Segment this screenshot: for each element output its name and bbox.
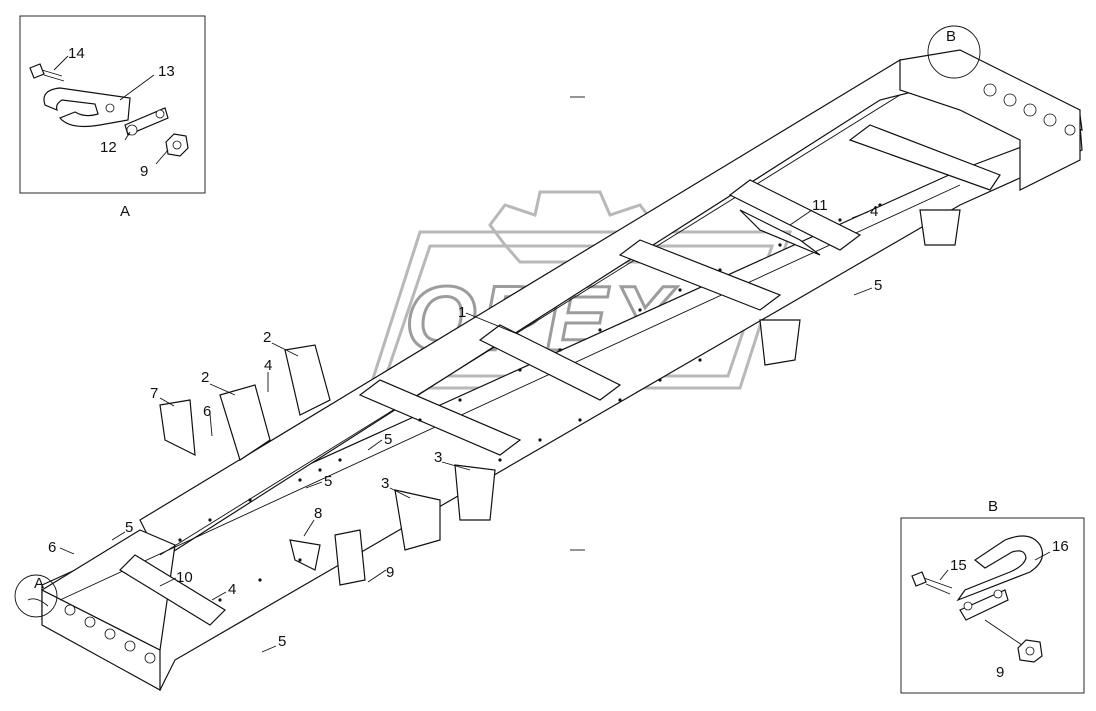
callout-10: 10 bbox=[176, 569, 193, 586]
detail-marker-b-label: B bbox=[946, 28, 956, 45]
callout-2-upper: 2 bbox=[263, 329, 271, 346]
callout-15: 15 bbox=[950, 557, 967, 574]
main-callouts: 1 2 2 3 3 4 4 4 5 5 5 5 5 6 6 7 8 9 bbox=[48, 197, 882, 653]
callout-12: 12 bbox=[100, 139, 117, 156]
callout-16: 16 bbox=[1052, 538, 1069, 555]
detail-marker-b: B bbox=[927, 25, 981, 79]
callout-9-main: 9 bbox=[386, 564, 394, 581]
callout-5-inner: 5 bbox=[324, 473, 332, 490]
callout-11: 11 bbox=[812, 197, 828, 214]
callout-14: 14 bbox=[68, 45, 85, 62]
callout-4-bottom: 4 bbox=[228, 581, 236, 598]
callout-5-left: 5 bbox=[125, 519, 133, 536]
detail-a-title: A bbox=[120, 203, 130, 220]
callout-6-lower: 6 bbox=[48, 539, 56, 556]
detail-marker-a-label: A bbox=[34, 575, 44, 592]
callout-5-mid: 5 bbox=[384, 431, 392, 448]
callout-1: 1 bbox=[458, 304, 466, 321]
callout-5-bottom: 5 bbox=[278, 633, 286, 650]
callout-9-a: 9 bbox=[140, 163, 148, 180]
callout-5-right: 5 bbox=[874, 277, 882, 294]
callout-6-upper: 6 bbox=[203, 403, 211, 420]
callout-4-left: 4 bbox=[264, 357, 272, 374]
callout-8: 8 bbox=[314, 505, 322, 522]
detail-marker-a: A bbox=[14, 574, 58, 618]
detail-a-panel: 14 13 12 9 bbox=[19, 15, 206, 194]
callout-7: 7 bbox=[150, 385, 158, 402]
callout-2-lower: 2 bbox=[201, 369, 209, 386]
detail-b-panel: 15 16 9 bbox=[900, 517, 1085, 694]
callout-9-b: 9 bbox=[996, 664, 1004, 681]
callout-13: 13 bbox=[158, 63, 175, 80]
callout-3-lower: 3 bbox=[381, 475, 389, 492]
detail-b-title: B bbox=[988, 498, 998, 515]
callout-3-upper: 3 bbox=[434, 449, 442, 466]
chassis-frame bbox=[40, 49, 1083, 692]
callout-4-right: 4 bbox=[870, 203, 878, 220]
